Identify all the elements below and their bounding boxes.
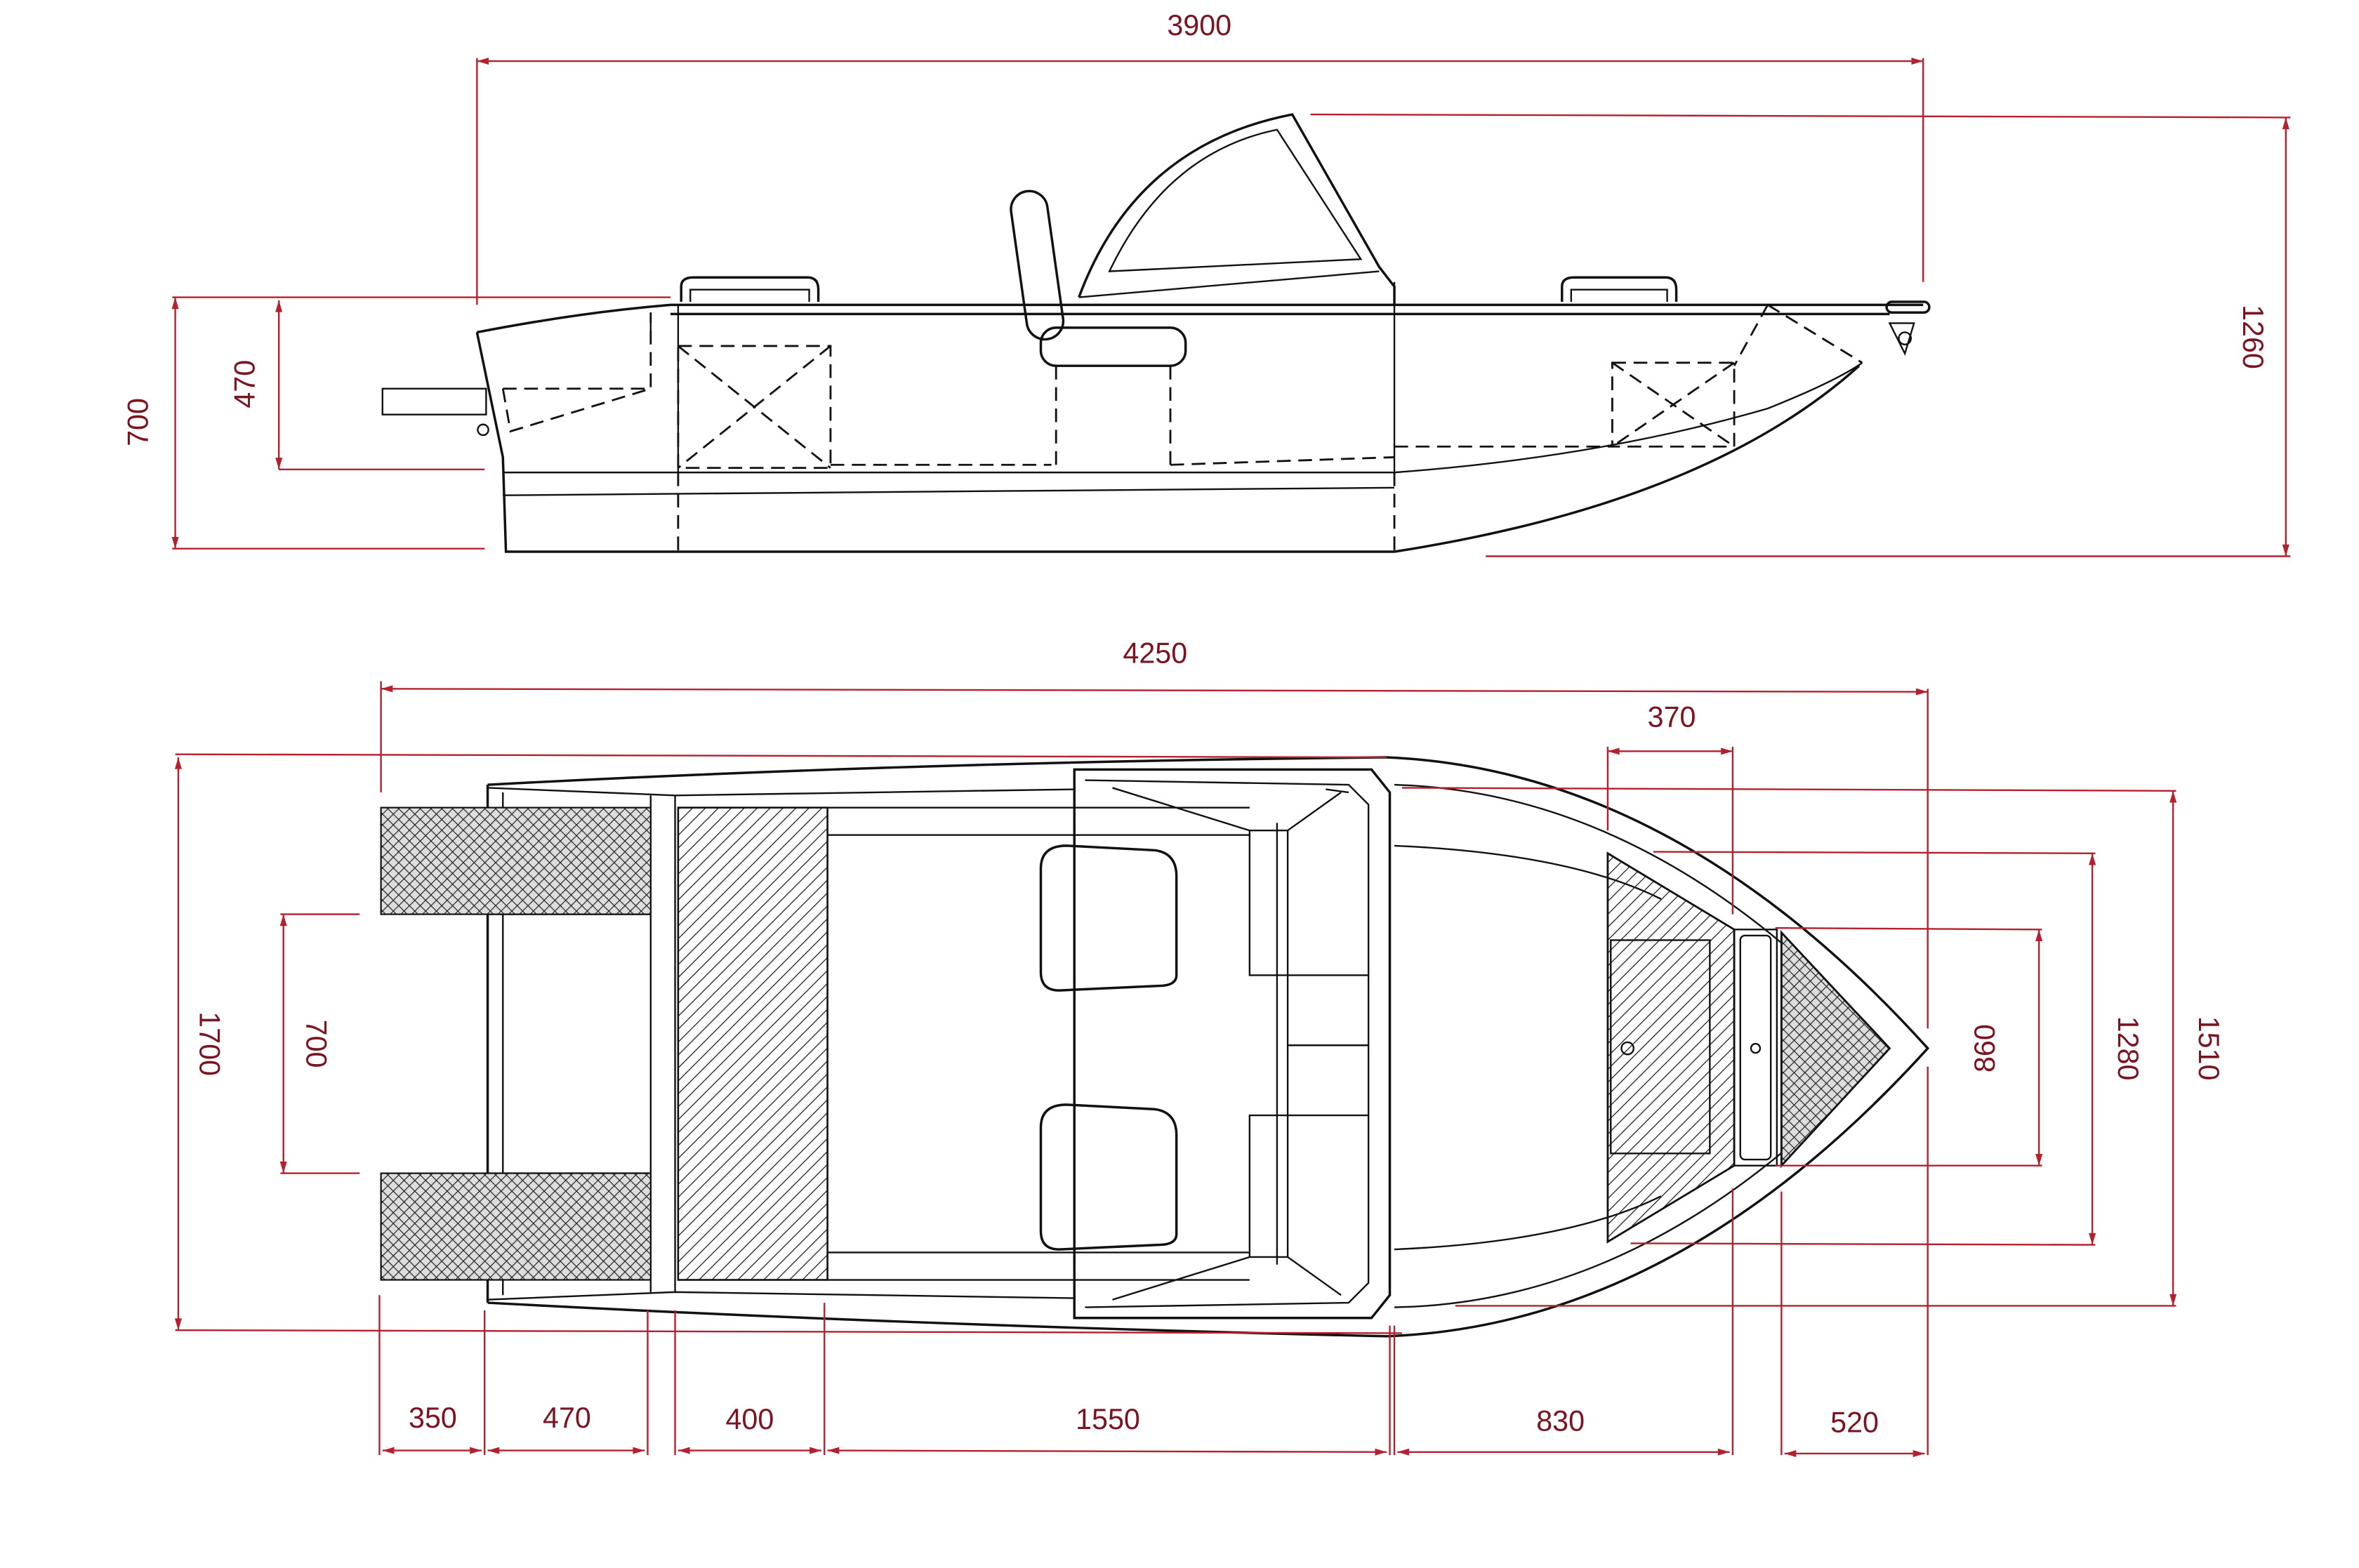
dim-label-470: 470 xyxy=(543,1402,591,1434)
dim-label-830: 830 xyxy=(1536,1404,1585,1437)
seat-port xyxy=(1039,844,1178,992)
top-view: 4250 1700 700 370 1510 xyxy=(174,637,2225,1457)
dim-1510: 1510 xyxy=(1401,787,2225,1307)
transom-step-lower xyxy=(380,1172,652,1281)
aft-bench-hatched xyxy=(677,806,828,1281)
dim-label: 860 xyxy=(1969,1024,2001,1072)
dim-label: 1700 xyxy=(193,1011,225,1076)
dim-label: 470 xyxy=(228,360,260,408)
dim-length-4250: 4250 xyxy=(380,637,1929,1456)
dim-860: 860 xyxy=(1775,926,2043,1167)
storage-box-bow xyxy=(1611,361,1736,448)
windshield-side xyxy=(1078,113,1396,305)
dim-370: 370 xyxy=(1606,701,1783,1456)
console-windshield-plan xyxy=(1073,768,1392,1320)
transom-step-upper xyxy=(380,806,652,915)
dim-chain-bottom: 350 470 400 1550 830 520 xyxy=(378,1295,1925,1457)
rail-handle-aft xyxy=(680,276,820,303)
dim-label: 700 xyxy=(122,398,154,446)
dim-label: 700 xyxy=(300,1020,332,1068)
dim-label: 4250 xyxy=(1123,637,1187,669)
dim-label-520: 520 xyxy=(1830,1407,1879,1439)
dim-label: 370 xyxy=(1648,701,1696,733)
rail-handle-bow xyxy=(1561,276,1678,303)
dim-height-1260: 1260 xyxy=(1310,113,2291,557)
side-hull xyxy=(475,281,1931,553)
dim-height-470: 470 xyxy=(228,300,485,470)
dim-height-700: 700 xyxy=(122,296,671,550)
dim-label: 3900 xyxy=(1167,9,1231,41)
dim-label: 1510 xyxy=(2193,1016,2225,1081)
outboard-bracket xyxy=(381,387,487,416)
dim-label: 1260 xyxy=(2237,305,2269,369)
storage-box-aft xyxy=(677,345,832,470)
side-view: 3900 1260 700 470 xyxy=(122,9,2291,557)
dim-1280: 1280 xyxy=(1630,851,2144,1246)
seat-starboard xyxy=(1039,1103,1178,1251)
dim-label-400: 400 xyxy=(726,1403,774,1435)
dim-label-1550: 1550 xyxy=(1076,1403,1140,1435)
dim-label-350: 350 xyxy=(409,1402,457,1434)
dim-label: 1280 xyxy=(2112,1016,2144,1081)
bow-locker xyxy=(1606,851,1891,1244)
dim-length-3900: 3900 xyxy=(476,9,1924,305)
seat-side xyxy=(1010,190,1187,465)
dim-gap-700: 700 xyxy=(279,913,360,1174)
